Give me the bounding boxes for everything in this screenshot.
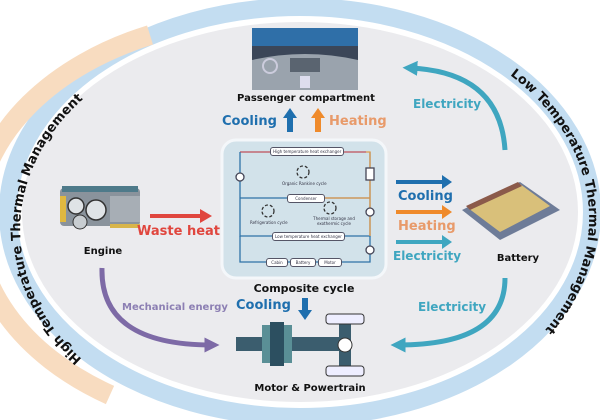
- electricity-top-label: Electricity: [413, 97, 482, 111]
- motor-powertrain-label: Motor & Powertrain: [254, 383, 366, 394]
- outer-ring-peach: [0, 25, 153, 405]
- load-motor: Motor: [318, 258, 342, 267]
- battery-heating-label: Heating: [398, 219, 456, 234]
- passenger-compartment-image: [252, 28, 358, 90]
- motor-cooling-label: Cooling: [236, 298, 291, 313]
- engine-image: [60, 186, 140, 230]
- battery-cooling-label: Cooling: [398, 189, 453, 204]
- refrigeration-label: Refrigeration cycle: [250, 220, 288, 225]
- battery-electricity-arrow: [396, 235, 452, 249]
- passenger-compartment-label: Passenger compartment: [237, 93, 375, 104]
- composite-cycle-box: [220, 138, 388, 280]
- high-temp-hx-box: High temperature heat exchanger: [270, 147, 345, 156]
- low-temp-hx-box: Low temperature heat exchanger: [272, 232, 345, 241]
- waste-heat-label: Waste heat: [137, 224, 221, 239]
- motor-cooling-arrow: [298, 298, 312, 320]
- passenger-cooling-arrow: [283, 108, 297, 132]
- engine-label: Engine: [83, 246, 123, 257]
- battery-heating-arrow: [396, 205, 452, 219]
- battery-cooling-arrow: [396, 175, 452, 189]
- load-cabin: Cabin: [266, 258, 288, 267]
- passenger-cooling-label: Cooling: [222, 114, 277, 129]
- mechanical-energy-label: Mechanical energy: [122, 302, 228, 313]
- electricity-arc-top: [402, 60, 508, 151]
- orc-label: Organic Rankine cycle: [282, 181, 327, 186]
- condenser-box: Condenser: [287, 194, 325, 203]
- motor-image: [236, 313, 365, 377]
- waste-heat-arrow: [150, 209, 212, 223]
- electricity-arc-bottom: [390, 277, 508, 353]
- battery-label: Battery: [496, 253, 540, 264]
- load-battery: Battery: [290, 258, 316, 267]
- mechanical-energy-arc: [99, 267, 220, 353]
- passenger-heating-arrow: [311, 108, 325, 132]
- composite-cycle-label: Composite cycle: [254, 282, 355, 295]
- battery-image: [462, 182, 560, 240]
- battery-electricity-label: Electricity: [393, 249, 462, 263]
- passenger-heating-label: Heating: [329, 114, 387, 129]
- thermal-storage-label: Thermal storage and exothermic cycle: [313, 216, 355, 226]
- electricity-bottom-label: Electricity: [418, 300, 487, 314]
